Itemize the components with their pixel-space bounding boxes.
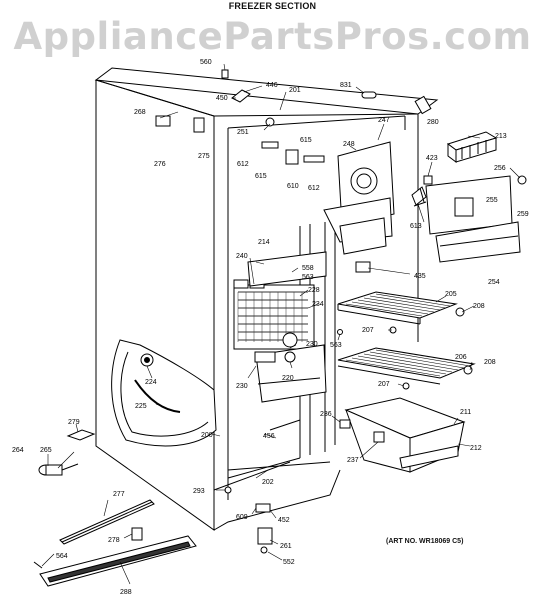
callout-206: 206 [455, 354, 467, 361]
callout-831: 831 [340, 82, 352, 89]
callout-456: 456 [263, 433, 275, 440]
callout-248: 248 [343, 141, 355, 148]
door-liner [111, 339, 217, 447]
upper-shelf [337, 291, 458, 325]
callout-452: 452 [278, 517, 290, 524]
callout-264: 264 [12, 447, 24, 454]
callout-450: 450 [216, 95, 228, 102]
callout-228: 228 [308, 287, 320, 294]
callout-202: 202 [262, 479, 274, 486]
callout-423: 423 [426, 155, 438, 162]
callout-563b: 563 [330, 342, 342, 349]
callout-276: 276 [154, 161, 166, 168]
callout-615a: 615 [300, 137, 312, 144]
callout-237: 237 [347, 457, 359, 464]
bottom-parts [33, 429, 273, 587]
callout-256: 256 [494, 165, 506, 172]
callout-224: 224 [145, 379, 157, 386]
callout-612a: 612 [237, 161, 249, 168]
callout-560: 560 [200, 59, 212, 66]
callout-201: 201 [289, 87, 301, 94]
callout-247: 247 [378, 117, 390, 124]
callout-446: 446 [266, 82, 278, 89]
lower-shelf [337, 347, 476, 385]
callout-277: 277 [113, 491, 125, 498]
callout-234: 234 [312, 301, 324, 308]
callout-563a: 563 [302, 274, 314, 281]
fan-assembly [323, 141, 521, 263]
callout-558: 558 [302, 265, 314, 272]
callout-225: 225 [135, 403, 147, 410]
callout-275: 275 [198, 153, 210, 160]
callout-255: 255 [486, 197, 498, 204]
evaporator-coil [233, 279, 315, 350]
callout-labels: 560 446 450 201 831 280 268 251 615 248 … [12, 59, 529, 596]
callout-280: 280 [427, 119, 439, 126]
callout-214: 214 [258, 239, 270, 246]
callout-278: 278 [108, 537, 120, 544]
leader-lines [41, 63, 521, 585]
callout-240: 240 [236, 253, 248, 260]
callout-207b: 207 [378, 381, 390, 388]
art-number: (ART NO. WR18069 C5) [386, 538, 464, 545]
callout-200: 200 [201, 432, 213, 439]
ice-tray [446, 131, 498, 163]
callout-208b: 208 [484, 359, 496, 366]
callout-552: 552 [283, 559, 295, 566]
small-parts [155, 69, 527, 443]
callout-265: 265 [40, 447, 52, 454]
page-title: FREEZER SECTION [228, 1, 317, 11]
callout-205: 205 [445, 291, 457, 298]
callout-254: 254 [488, 279, 500, 286]
callout-435: 435 [414, 273, 426, 280]
callout-220: 220 [282, 375, 294, 382]
callout-610: 610 [287, 183, 299, 190]
callout-293: 293 [193, 488, 205, 495]
callout-279: 279 [68, 419, 80, 426]
callout-288: 288 [120, 589, 132, 596]
callout-251: 251 [237, 129, 249, 136]
callout-207a: 207 [362, 327, 374, 334]
callout-612b: 612 [308, 185, 320, 192]
callout-259: 259 [517, 211, 529, 218]
callout-615b: 615 [255, 173, 267, 180]
callout-213: 213 [495, 133, 507, 140]
callout-261: 261 [280, 543, 292, 550]
callout-230b: 230 [236, 383, 248, 390]
callout-613: 613 [410, 223, 422, 230]
callout-609: 609 [236, 514, 248, 521]
ice-bucket [344, 397, 466, 473]
callout-208a: 208 [473, 303, 485, 310]
callout-230a: 230 [306, 341, 318, 348]
callout-211: 211 [460, 409, 471, 416]
callout-268: 268 [134, 109, 146, 116]
callout-236: 236 [320, 411, 332, 418]
callout-564: 564 [56, 553, 68, 560]
evaporator-cover [247, 251, 327, 403]
watermark: AppliancePartsPros.com [13, 15, 532, 58]
callout-212: 212 [470, 445, 482, 452]
